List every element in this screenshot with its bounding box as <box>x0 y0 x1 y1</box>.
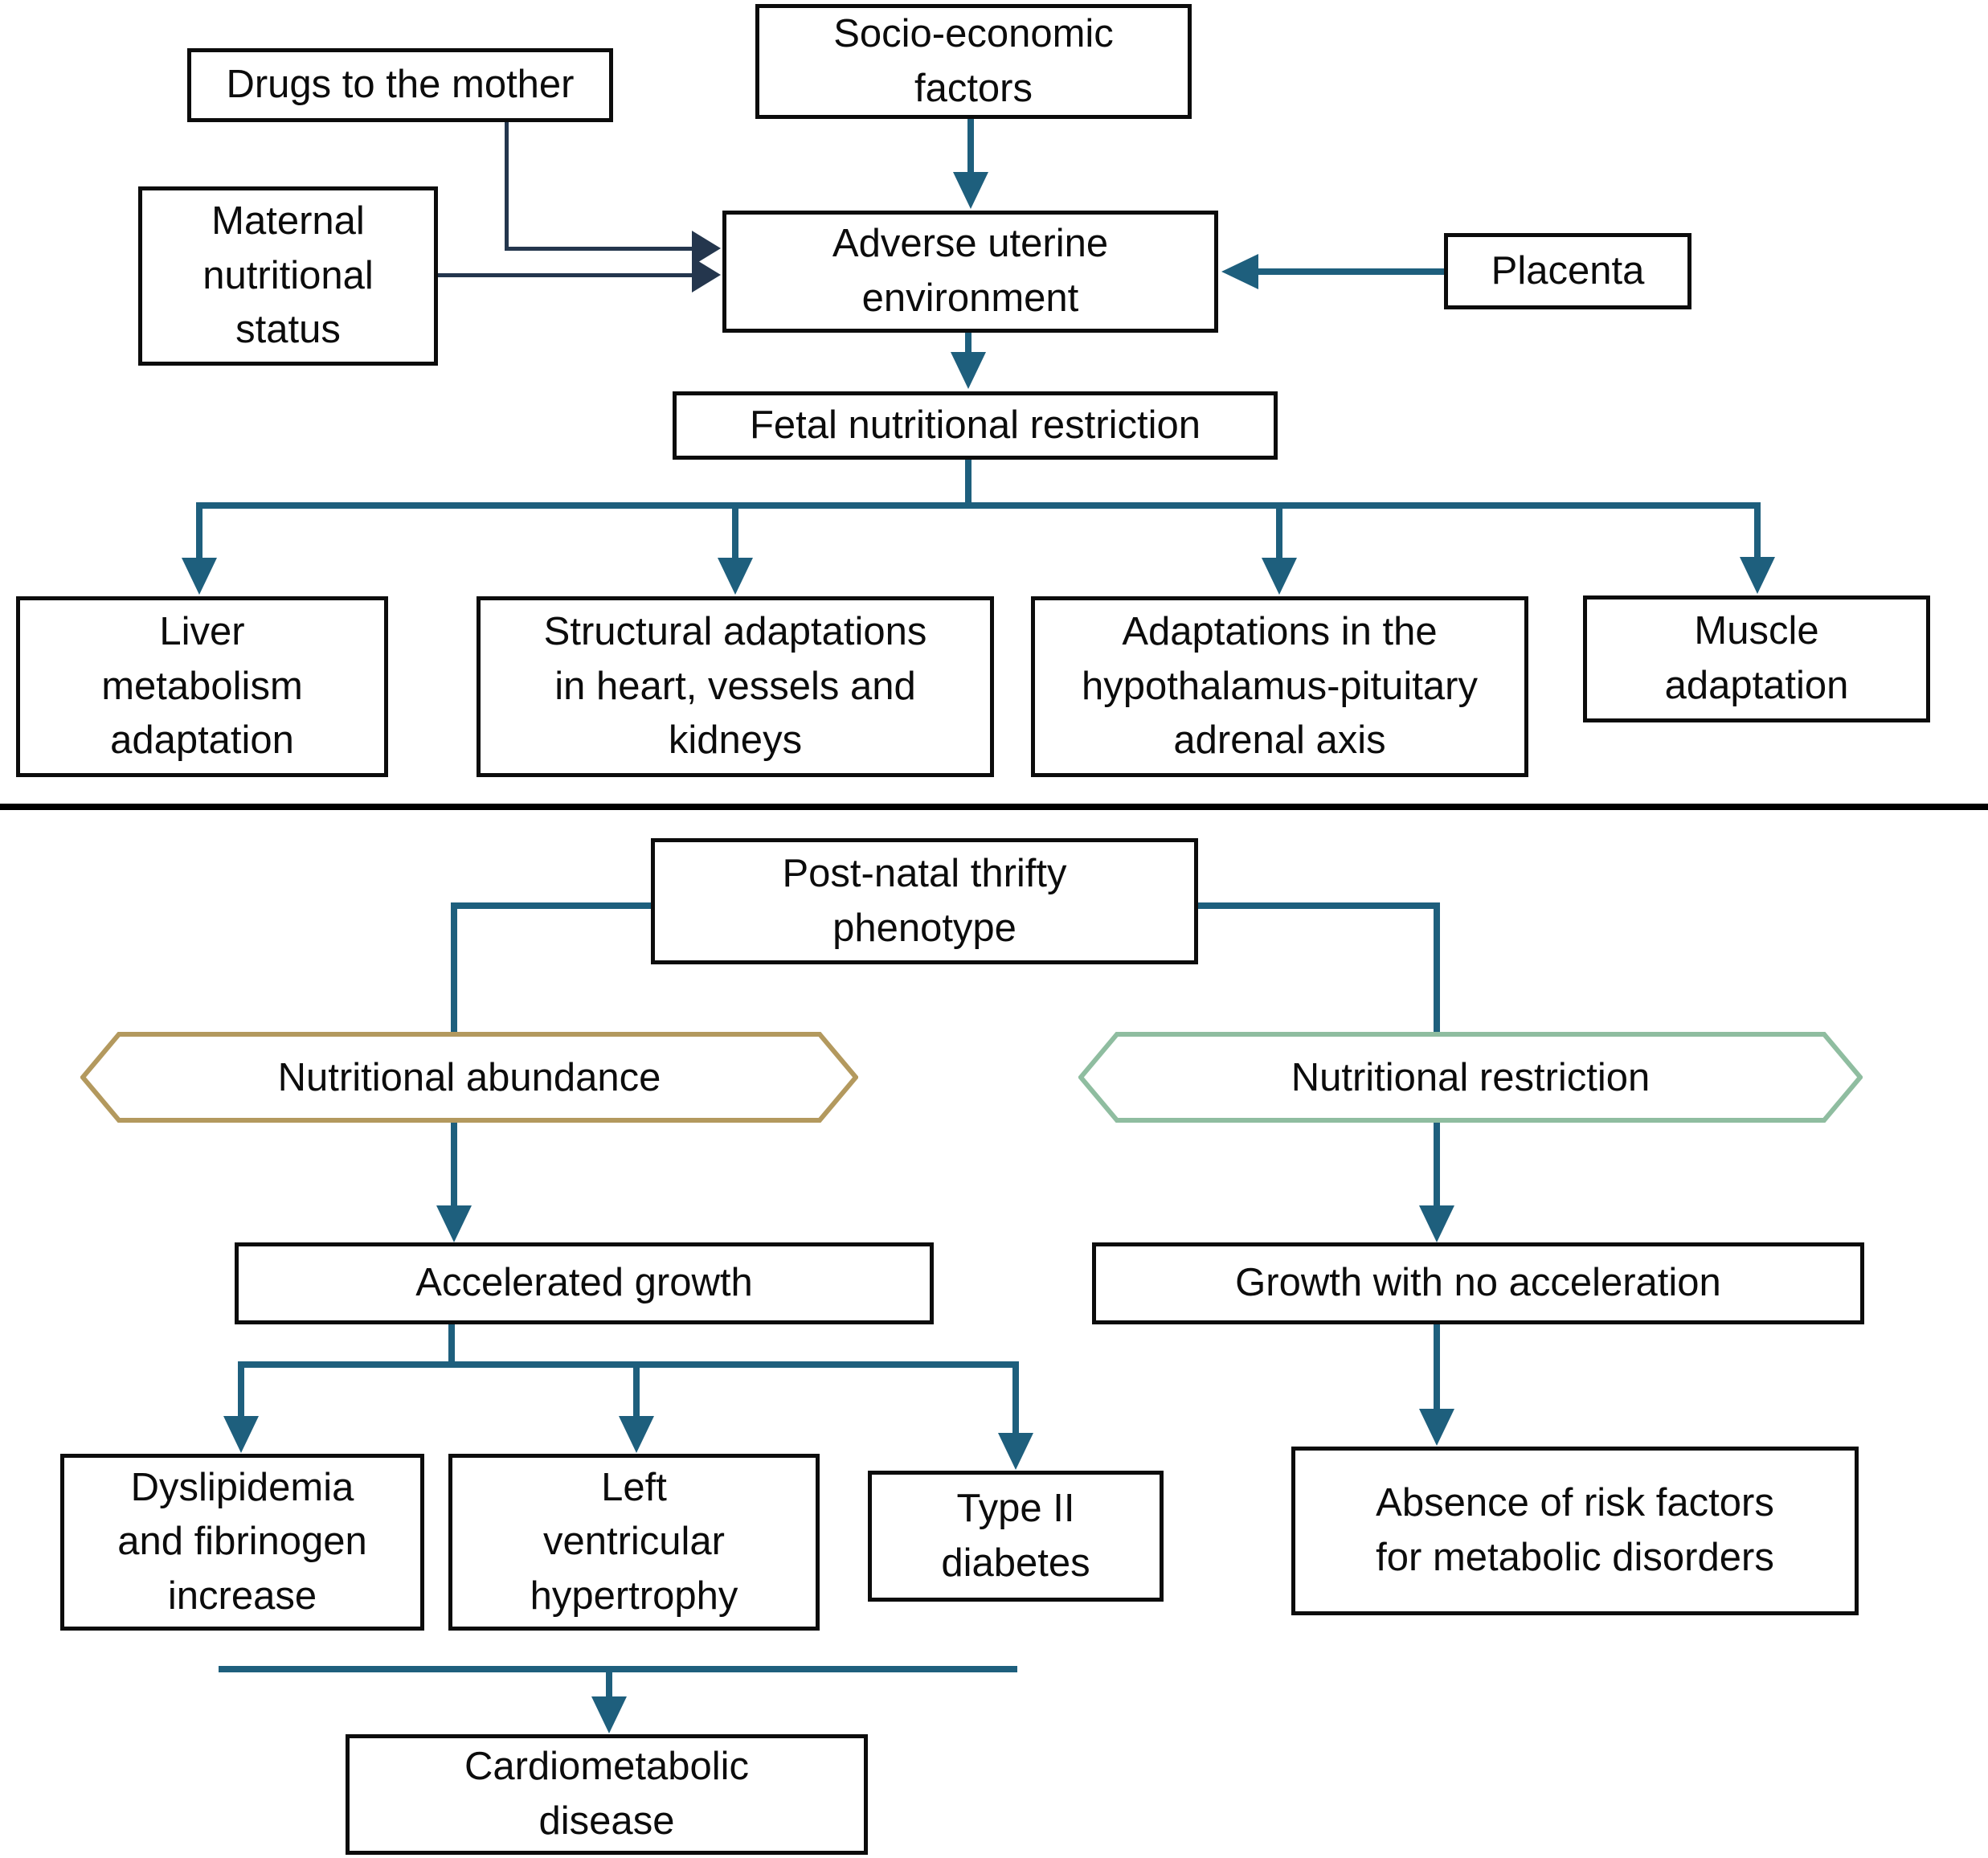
node-accelerated-growth: Accelerated growth <box>235 1242 934 1324</box>
arrowhead-socio-adverse-icon <box>953 172 988 209</box>
node-socio-economic-factors: Socio-economic factors <box>755 4 1192 119</box>
arrowhead-fetal-muscle-icon <box>1740 557 1775 594</box>
arrowhead-adverse-fetal-icon <box>951 352 986 389</box>
arrowhead-growth-absence-icon <box>1419 1409 1454 1446</box>
node-type-2-diabetes: Type II diabetes <box>868 1471 1164 1602</box>
node-postnatal-thrifty-phenotype: Post-natal thrifty phenotype <box>651 838 1198 964</box>
arrowhead-fetal-liver-icon <box>182 558 217 595</box>
node-drugs-to-mother: Drugs to the mother <box>187 48 613 122</box>
hexagon-restriction-label: Nutritional restriction <box>1291 1055 1651 1099</box>
edge-maternal-adverse-horizontal <box>438 273 695 277</box>
edge-postnatal-abundance-horizontal <box>451 902 651 909</box>
edge-postnatal-abundance-vertical <box>451 902 457 1032</box>
edge-fetal-distribution-vertical <box>965 460 972 509</box>
arrowhead-restriction-growth-icon <box>1419 1205 1454 1242</box>
arrowhead-accelerated-dyslipidemia-icon <box>223 1416 259 1453</box>
arrowhead-fetal-hpa-icon <box>1262 558 1297 595</box>
arrowhead-abundance-accelerated-icon <box>436 1205 472 1242</box>
node-dyslipidemia-fibrinogen: Dyslipidemia and fibrinogen increase <box>60 1454 424 1631</box>
edge-placenta-adverse-horizontal <box>1258 268 1444 275</box>
edge-fetal-hpa-vertical <box>1276 502 1282 558</box>
edge-postnatal-restriction-horizontal <box>1198 902 1440 909</box>
node-liver-metabolism-adaptation: Liver metabolism adaptation <box>16 596 388 777</box>
edge-drugs-adverse-horizontal <box>505 247 694 251</box>
arrowhead-accelerated-t2d-icon <box>998 1433 1033 1470</box>
hexagon-abundance-shape-icon <box>80 1032 858 1123</box>
edge-accelerated-lvh-vertical <box>633 1361 640 1416</box>
edge-collector-cardiometabolic-vertical <box>606 1666 612 1696</box>
edge-socio-adverse-vertical <box>967 119 974 172</box>
edge-drugs-adverse-vertical <box>505 122 509 251</box>
node-structural-adaptations: Structural adaptations in heart, vessels… <box>477 596 994 777</box>
edge-abundance-accelerated-vertical <box>451 1123 457 1205</box>
distribution-line-top <box>196 502 1761 509</box>
arrowhead-collector-cardiometabolic-icon <box>591 1696 627 1733</box>
distribution-line-bottom <box>238 1361 1019 1368</box>
edge-fetal-structural-vertical <box>732 502 738 558</box>
node-cardiometabolic-disease: Cardiometabolic disease <box>346 1734 868 1855</box>
edge-adverse-fetal-vertical <box>965 333 972 352</box>
node-muscle-adaptation: Muscle adaptation <box>1583 595 1930 722</box>
arrowhead-fetal-structural-icon <box>718 558 753 595</box>
collector-line <box>219 1666 1017 1672</box>
node-nutritional-restriction-hexagon: Nutritional restriction <box>1078 1032 1863 1123</box>
edge-fetal-muscle-vertical <box>1754 502 1761 557</box>
node-nutritional-abundance-hexagon: Nutritional abundance <box>80 1032 858 1123</box>
node-absence-risk-factors: Absence of risk factors for metabolic di… <box>1291 1447 1859 1615</box>
section-divider-line <box>0 804 1988 810</box>
hexagon-abundance-label: Nutritional abundance <box>277 1055 661 1099</box>
node-placenta: Placenta <box>1444 233 1691 309</box>
hexagon-restriction-shape-icon <box>1078 1032 1863 1123</box>
node-adverse-uterine-environment: Adverse uterine environment <box>722 211 1218 333</box>
arrowhead-maternal-adverse-icon <box>692 257 721 293</box>
node-maternal-nutritional-status: Maternal nutritional status <box>138 186 438 366</box>
node-growth-no-acceleration: Growth with no acceleration <box>1092 1242 1864 1324</box>
node-fetal-nutritional-restriction: Fetal nutritional restriction <box>673 391 1278 460</box>
node-hpa-axis-adaptations: Adaptations in the hypothalamus-pituitar… <box>1031 596 1528 777</box>
arrowhead-accelerated-lvh-icon <box>619 1416 654 1453</box>
edge-accelerated-dyslipidemia-vertical <box>238 1361 244 1416</box>
edge-restriction-growth-vertical <box>1434 1123 1440 1205</box>
node-left-ventricular-hypertrophy: Left ventricular hypertrophy <box>448 1454 820 1631</box>
arrowhead-placenta-adverse-icon <box>1221 254 1258 289</box>
edge-postnatal-restriction-vertical <box>1434 902 1440 1032</box>
edge-fetal-liver-vertical <box>196 502 202 558</box>
edge-accelerated-t2d-vertical <box>1012 1361 1019 1433</box>
edge-accelerated-distribution-vertical <box>448 1324 455 1365</box>
edge-growth-absence-vertical <box>1434 1324 1440 1409</box>
